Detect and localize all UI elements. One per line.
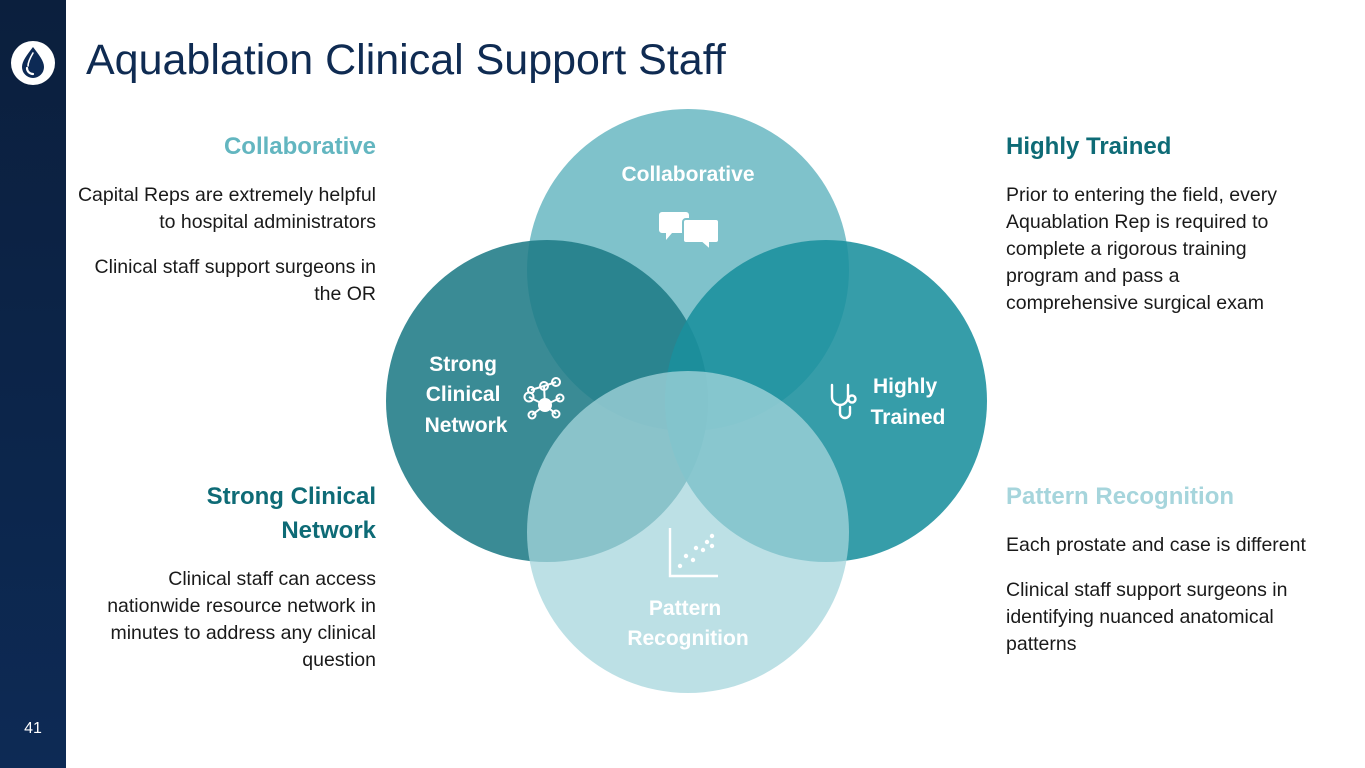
network-icon — [523, 377, 565, 420]
collaborative-paragraph-2: Clinical staff support surgeons in the O… — [94, 256, 376, 305]
pattern-paragraph-2: Clinical staff support surgeons in ident… — [1006, 579, 1288, 655]
pattern-block: Pattern Recognition Each prostate and ca… — [1006, 480, 1306, 676]
page-number: 41 — [24, 720, 42, 737]
water-drop-logo-icon — [11, 41, 55, 85]
strong-network-heading: Strong Clinical Network — [206, 483, 376, 544]
venn-label-pattern-line2: Recognition — [627, 627, 748, 650]
venn-label-strong-network-line3: Network — [425, 414, 508, 437]
collaborative-paragraph-1: Capital Reps are extremely helpful to ho… — [77, 184, 376, 233]
scatter-plot-icon — [668, 528, 718, 578]
strong-network-block: Strong Clinical Network Clinical staff c… — [76, 480, 376, 692]
slide-title: Aquablation Clinical Support Staff — [86, 36, 726, 84]
highly-trained-block: Highly Trained Prior to entering the fie… — [1006, 130, 1316, 335]
venn-label-strong-network-line1: Strong — [429, 353, 497, 376]
venn-label-highly-trained: Highly Trained — [871, 375, 946, 429]
venn-label-collaborative: Collaborative — [621, 163, 754, 186]
strong-network-paragraph-1: Clinical staff can access nationwide res… — [107, 568, 376, 671]
sidebar: 41 — [0, 0, 66, 768]
highly-trained-heading: Highly Trained — [1006, 133, 1172, 160]
venn-circle-pattern — [527, 371, 849, 693]
venn-label-pattern-line1: Pattern — [649, 597, 721, 620]
collaborative-block: Collaborative Capital Reps are extremely… — [76, 130, 376, 326]
venn-label-strong-network-line2: Clinical — [426, 383, 501, 406]
venn-label-highly-trained-line1: Highly — [873, 375, 937, 398]
pattern-heading: Pattern Recognition — [1006, 483, 1235, 510]
chat-bubbles-icon — [659, 212, 720, 253]
venn-label-pattern: Pattern Recognition — [627, 597, 748, 650]
collaborative-heading: Collaborative — [223, 133, 376, 160]
venn-label-strong-network: Strong Clinical Network — [425, 353, 508, 437]
stethoscope-icon — [830, 383, 857, 420]
pattern-paragraph-1: Each prostate and case is different — [1006, 534, 1306, 556]
highly-trained-paragraph-1: Prior to entering the field, every Aquab… — [1006, 184, 1277, 314]
venn-label-highly-trained-line2: Trained — [871, 406, 946, 429]
